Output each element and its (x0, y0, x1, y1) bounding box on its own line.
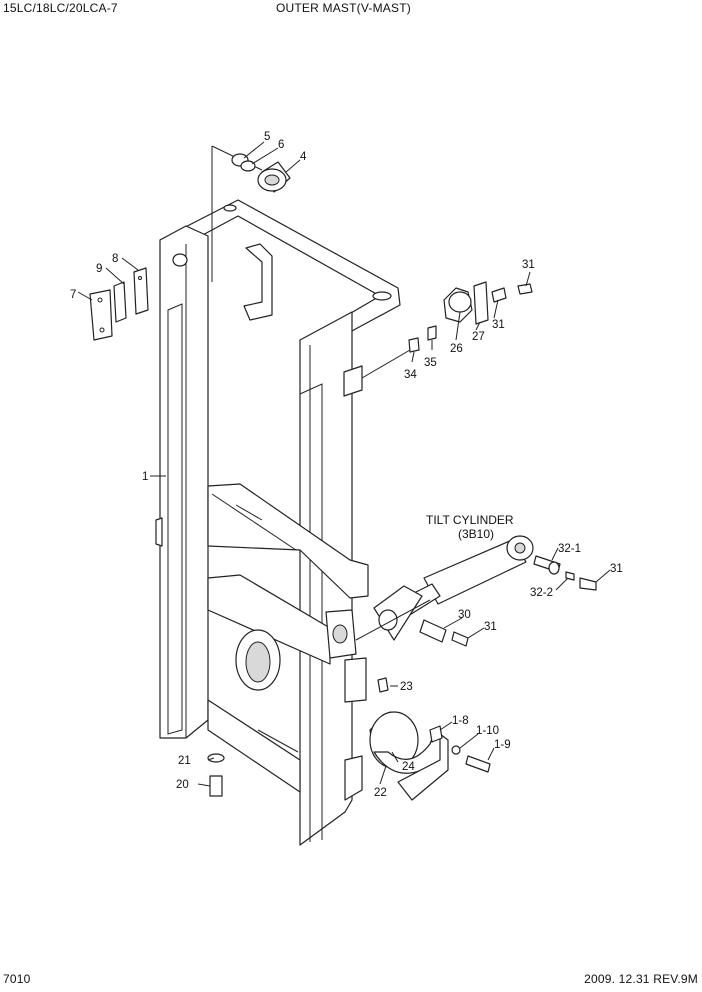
leader-lines (77, 141, 611, 787)
callout-32-1: 32-1 (558, 543, 581, 555)
bearing-parts (172, 145, 291, 282)
callout-9: 9 (96, 263, 102, 275)
clamp-parts (343, 281, 533, 397)
callout-31-mid: 31 (492, 319, 505, 331)
callout-31-right: 31 (610, 563, 623, 575)
left-bracket-parts (89, 267, 149, 341)
callout-23: 23 (400, 681, 413, 693)
mast-frame (155, 199, 401, 846)
callout-27: 27 (472, 331, 485, 343)
page-title: OUTER MAST(V-MAST) (276, 1, 411, 15)
tilt-cylinder (355, 535, 597, 647)
callout-26: 26 (450, 343, 463, 355)
callout-31-low: 31 (484, 621, 497, 633)
callout-32-2: 32-2 (530, 587, 553, 599)
callout-1-9: 1-9 (494, 739, 511, 751)
callout-1-10: 1-10 (476, 725, 499, 737)
revision-date: 2009. 12.31 REV.9M (584, 972, 698, 986)
model-code: 15LC/18LC/20LCA-7 (3, 1, 118, 15)
callout-8: 8 (112, 253, 118, 265)
callout-34: 34 (404, 369, 417, 381)
callout-21: 21 (178, 755, 191, 767)
page-number: 7010 (3, 972, 31, 986)
callout-5: 5 (264, 131, 270, 143)
callout-35: 35 (424, 357, 437, 369)
callout-6: 6 (278, 139, 284, 151)
callout-24: 24 (402, 761, 415, 773)
callout-1: 1 (142, 471, 148, 483)
callout-7: 7 (70, 289, 76, 301)
lower-parts (207, 677, 491, 801)
callout-30: 30 (458, 609, 471, 621)
callout-1-8: 1-8 (452, 715, 469, 727)
callout-4: 4 (300, 151, 307, 163)
callout-31-top: 31 (522, 259, 535, 271)
tilt-cylinder-ref: (3B10) (458, 527, 494, 541)
callout-22: 22 (374, 787, 387, 799)
tilt-cylinder-caption: TILT CYLINDER (426, 513, 514, 527)
callout-20: 20 (176, 779, 189, 791)
